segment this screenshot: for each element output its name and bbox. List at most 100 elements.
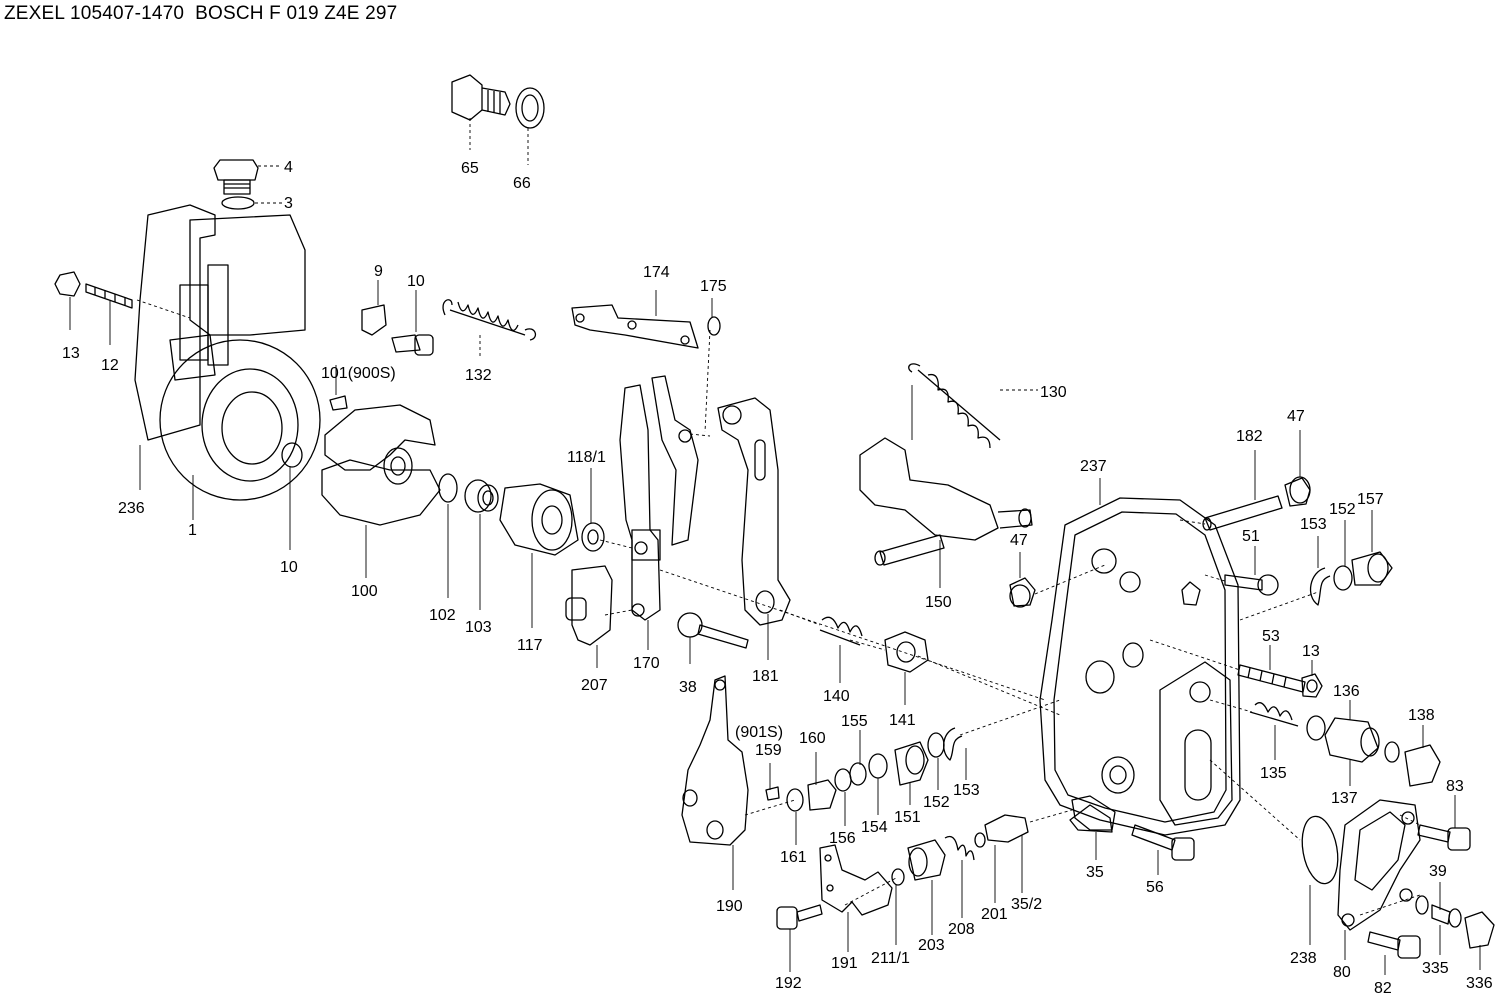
lever-part (571, 304, 699, 349)
governor-spring-part (908, 363, 1001, 449)
o-ring-part (221, 196, 255, 210)
o-ring-part (1333, 565, 1353, 591)
callout-175: 175 (700, 278, 727, 295)
spring-part (819, 616, 863, 646)
block-part (565, 565, 613, 646)
callout-135: 135 (1260, 765, 1287, 782)
callout-174: 174 (643, 264, 670, 281)
adjusting-screw-part (984, 814, 1029, 843)
callout-51: 51 (1242, 528, 1260, 545)
governor-housing-part (134, 204, 321, 501)
plug-part (1009, 577, 1036, 608)
bolt-part (391, 334, 434, 356)
callout-156: 156 (829, 830, 856, 847)
lever-part (1071, 795, 1116, 831)
callout-136: 136 (1333, 683, 1360, 700)
callout-80: 80 (1333, 964, 1351, 981)
callout-211-1: 211/1 (871, 950, 910, 967)
callout-236: 236 (118, 500, 145, 517)
washer-part (834, 768, 852, 792)
flyweight-assembly-part (321, 404, 441, 526)
plug-part (451, 74, 511, 121)
bushing-part (807, 779, 837, 811)
washer-part (438, 473, 458, 503)
diagram-title: ZEXEL 105407-1470 BOSCH F 019 Z4E 297 (4, 3, 398, 24)
callout-103: 103 (465, 619, 492, 636)
nut-part (884, 631, 929, 673)
washer-part (974, 832, 986, 848)
adjusting-screw-part (1351, 551, 1393, 586)
sleeve-part (1324, 717, 1380, 763)
callout-10: 10 (280, 559, 298, 576)
spring-seat-part (907, 839, 946, 881)
circlip-part (943, 727, 963, 761)
callout-190: 190 (716, 898, 743, 915)
plug-bolt-part (213, 159, 259, 195)
cover-plate-part (1337, 799, 1421, 931)
callout-13: 13 (1302, 643, 1320, 660)
callout-13: 13 (62, 345, 80, 362)
callout-65: 65 (461, 160, 479, 177)
tension-lever-part (619, 375, 699, 621)
callout-157: 157 (1357, 491, 1384, 508)
sleeve-part (894, 741, 929, 786)
washer-part (1448, 908, 1462, 928)
washer-part (1384, 741, 1400, 763)
callout-12: 12 (101, 357, 119, 374)
washer-part (868, 753, 888, 779)
callout-38: 38 (679, 679, 697, 696)
shim-part (581, 522, 605, 552)
leader-lines (69, 118, 1481, 975)
callout-39: 39 (1429, 863, 1447, 880)
callout-3: 3 (284, 195, 293, 212)
spring-part (944, 835, 975, 861)
callout-207: 207 (581, 677, 608, 694)
o-ring-part (1301, 815, 1339, 885)
callout-140: 140 (823, 688, 850, 705)
tension-spring-part (442, 299, 537, 341)
callout-155: 155 (841, 713, 868, 730)
callout-201: 201 (981, 906, 1008, 923)
washer-part (849, 762, 867, 786)
callout-100: 100 (351, 583, 378, 600)
callout-101-900s: 101(900S) (321, 365, 396, 382)
key-part (765, 786, 780, 801)
bolt-part (54, 271, 133, 309)
cap-part (1404, 744, 1441, 787)
callout-150: 150 (925, 594, 952, 611)
callout-labels: 4 3 65 66 9 10 13 12 101(900S) 132 174 1… (62, 159, 1493, 997)
callout-335: 335 (1422, 960, 1449, 977)
callout-192: 192 (775, 975, 802, 992)
callout-160: 160 (799, 730, 826, 747)
bolt-part (1224, 574, 1279, 596)
callout-159: 159 (755, 742, 782, 759)
callout-132: 132 (465, 367, 492, 384)
plug-part (1284, 476, 1311, 507)
callout-53: 53 (1262, 628, 1280, 645)
screw-part (1431, 904, 1451, 925)
callout-4: 4 (284, 159, 293, 176)
washer-part (1415, 895, 1429, 915)
callout-9: 9 (374, 263, 383, 280)
callout-901s: (901S) (735, 724, 783, 741)
sliding-sleeve-part (499, 483, 579, 556)
callout-153: 153 (1300, 516, 1327, 533)
sleeve-part (464, 479, 499, 513)
callout-170: 170 (633, 655, 660, 672)
bolt-part (776, 904, 823, 930)
callout-137: 137 (1331, 790, 1358, 807)
callout-1: 1 (188, 522, 197, 539)
callout-152: 152 (923, 794, 950, 811)
callout-66: 66 (513, 175, 531, 192)
adjusting-lever-part (859, 437, 1033, 566)
callout-117: 117 (517, 637, 543, 654)
bolt-part (1131, 824, 1195, 861)
bolt-part (1367, 931, 1421, 959)
callout-161: 161 (780, 849, 807, 866)
bolt-part (677, 612, 749, 649)
callout-47: 47 (1287, 408, 1305, 425)
callout-153: 153 (953, 782, 980, 799)
circlip-part (707, 316, 721, 336)
callout-181: 181 (752, 668, 779, 685)
